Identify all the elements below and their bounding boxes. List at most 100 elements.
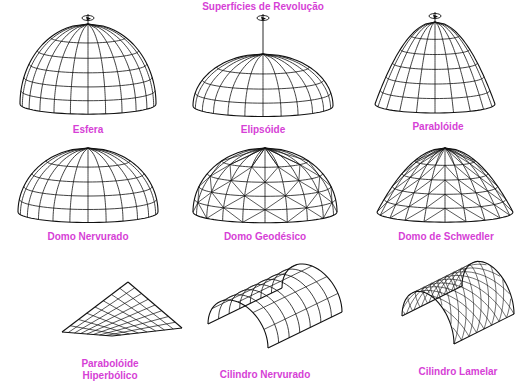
shape-label: Parablóide [412, 121, 463, 133]
drawing-line [306, 192, 318, 208]
drawing-line [199, 176, 210, 186]
ribbed-dome-drawing [18, 148, 158, 223]
drawing-line [454, 165, 470, 179]
drawing-line [278, 167, 299, 181]
drawing-line [207, 148, 265, 218]
drawing-line [88, 24, 147, 109]
drawing-line [243, 210, 265, 222]
drawing-line [88, 148, 149, 217]
drawing-line [420, 165, 436, 179]
drawing-line [387, 191, 402, 202]
drawing-line [265, 148, 278, 167]
drawing-line [210, 176, 211, 192]
drawing-line [210, 161, 222, 176]
drawing-line [396, 193, 414, 205]
drawing-line [22, 24, 88, 107]
drawing-line [320, 176, 331, 186]
drawing-line [238, 266, 312, 302]
drawing-line [445, 180, 461, 194]
drawing-line [453, 328, 462, 341]
drawing-line [208, 300, 268, 348]
drawing-line [219, 295, 279, 343]
drawing-line [429, 268, 500, 303]
arrow-head [261, 17, 266, 21]
drawing-line [20, 148, 88, 215]
drawing-line [250, 279, 310, 327]
drawing-line [458, 180, 476, 193]
drawing-line [231, 167, 252, 181]
drawing-line [438, 280, 451, 324]
drawing-line [444, 309, 469, 337]
drawing-line [265, 148, 308, 161]
drawing-line [414, 275, 514, 314]
drawing-line [207, 208, 224, 219]
drawing-line [375, 22, 435, 104]
drawing-line [392, 176, 404, 187]
drawing-line [214, 54, 263, 113]
drawing-line [252, 167, 265, 182]
drawing-line [263, 54, 264, 117]
drawing-line [444, 262, 477, 295]
drawing-line [120, 288, 174, 329]
shape-label: Domo Nervurado [47, 231, 128, 243]
drawing-line [128, 282, 182, 328]
shape-label: Esfera [73, 124, 104, 136]
drawing-line [488, 191, 503, 202]
drawing-line [88, 148, 89, 223]
drawing-line [223, 148, 265, 221]
drawing-line [27, 148, 88, 217]
drawing-line [264, 293, 338, 329]
drawing-line [435, 22, 436, 113]
shape-label: Elipsóide [241, 124, 285, 136]
shape-label: Cilindro Lamelar [419, 366, 498, 378]
drawing-line [503, 202, 513, 212]
rotation-arrow [82, 14, 94, 24]
drawing-line [210, 165, 230, 177]
drawing-line [265, 148, 287, 222]
drawing-line [415, 148, 445, 161]
drawing-line [265, 182, 285, 196]
drawing-line [435, 22, 454, 113]
drawing-line [18, 148, 88, 212]
drawing-line [193, 54, 263, 106]
drawing-line [306, 208, 323, 219]
drawing-line [231, 181, 244, 196]
shape-label: Domo Geodésico [224, 231, 306, 243]
drawing-line [476, 193, 494, 205]
drawing-line [402, 291, 454, 344]
drawing-line [230, 148, 265, 165]
drawing-line [432, 165, 445, 179]
drawing-line [106, 322, 176, 335]
drawing-line [299, 165, 300, 181]
drawing-line [445, 148, 510, 215]
geodesic-dome-drawing [193, 148, 337, 223]
drawing-line [265, 148, 337, 212]
drawing-line [81, 299, 149, 333]
drawing-line [384, 189, 395, 199]
drawing-line [212, 192, 224, 208]
drawing-line [414, 180, 432, 193]
drawing-line [499, 279, 504, 321]
drawing-line [435, 22, 470, 111]
drawing-line [323, 202, 332, 218]
drawing-line [70, 24, 88, 114]
drawing-line [416, 22, 435, 113]
drawing-line [29, 24, 88, 109]
drawing-line [193, 202, 198, 212]
drawing-line [453, 272, 466, 340]
sphere-drawing [20, 24, 156, 114]
drawing-line [88, 24, 136, 111]
drawing-line [198, 202, 207, 218]
drawing-line [491, 266, 497, 326]
drawing-line [261, 274, 321, 322]
drawing-line [285, 196, 306, 208]
drawing-line [318, 192, 332, 202]
drawing-line [435, 22, 492, 107]
paraboloid-drawing [375, 22, 495, 113]
drawing-line [208, 288, 282, 324]
drawing-line [265, 148, 323, 218]
drawing-line [445, 165, 458, 179]
drawing-line [461, 194, 480, 207]
lamellar-cylinder-drawing [402, 261, 514, 344]
drawing-line [422, 272, 511, 307]
